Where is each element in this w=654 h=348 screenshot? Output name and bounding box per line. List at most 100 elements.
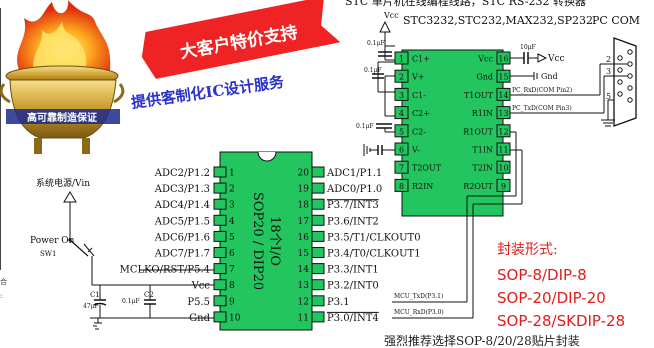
mcu-pin-name: P3.7/INT3 (327, 200, 379, 211)
mcu-pin-name: Vcc (191, 281, 211, 292)
mcu-pin-name: ADC0/P1.0 (326, 184, 382, 195)
mcu-pin-box (213, 198, 227, 210)
mcu-pin-name: ADC6/P1.6 (154, 232, 210, 243)
mcu-pin-box (311, 214, 325, 226)
transceiver-pin-number: 10 (498, 164, 508, 173)
ground-icon (93, 318, 102, 330)
db9-connector-icon (613, 37, 637, 127)
mcu-pin-name: P3.5/T1/CLKOUT0 (327, 232, 421, 243)
transceiver-pin-number: 2 (399, 73, 404, 82)
transceiver-pin-box (394, 51, 409, 65)
mcu-pin-number: 2 (229, 185, 235, 195)
transceiver-pin-number: 1 (399, 55, 404, 64)
mcu-pin-name: ADC1/P1.1 (326, 168, 382, 179)
mcu-pin-box (311, 198, 325, 210)
capacitor-icon (378, 51, 392, 57)
mcu-txd-label: MCU_TxD(P3.1) (394, 293, 443, 300)
mcu-pin-number: 11 (298, 313, 309, 323)
mcu-pin-box (311, 263, 325, 275)
transceiver-pin-box (496, 160, 511, 174)
pc-txd-label: PC_TxD(COM Pin3) (512, 105, 572, 112)
mcu-pin-number: 5 (229, 233, 235, 243)
mcu-pin-name: P3.1 (327, 297, 350, 308)
mcu-pin-number: 18 (298, 201, 310, 211)
cap-top-label: 0.1μF (367, 40, 385, 47)
mcu-pin-number: 13 (298, 281, 310, 291)
package-item-1: SOP-8/DIP-8 (497, 266, 587, 284)
transceiver-pin-box (496, 178, 511, 192)
mcu-pin-box (311, 247, 325, 258)
db9-pin2-label: 2 (606, 55, 611, 64)
transceiver-pin-box (394, 178, 409, 192)
mcu-pin-number: 14 (298, 265, 310, 275)
mcu-pin-number: 9 (229, 297, 235, 307)
ground-icon (363, 144, 371, 156)
pc-com-label: PC COM (592, 14, 640, 27)
transceiver-pin-box (394, 106, 409, 120)
mcu-pin-name: ADC7/P1.7 (154, 249, 210, 260)
mcu-pin-box (311, 182, 325, 194)
mcu-pin-box (311, 311, 325, 323)
mcu-pin-number: 17 (298, 217, 310, 227)
mcu-pin-box (213, 182, 227, 194)
mcu-body-line2: SOP20 / DIP20 (250, 192, 265, 290)
transceiver-pin-name: T2IN (472, 164, 493, 173)
transceiver-pin-box (394, 87, 409, 101)
transceiver-pin-number: 12 (498, 127, 508, 136)
vcc-top-label: Vcc (383, 11, 399, 20)
transceiver-pin-name: C1+ (412, 55, 430, 64)
arrow-up-icon (63, 191, 77, 203)
mcu-pin-box (213, 295, 227, 307)
capacitor-icon (372, 73, 384, 79)
transceiver-pin-name: R1IN (472, 109, 493, 118)
package-item-3: SOP-28/SKDIP-28 (497, 312, 625, 330)
transceiver-pin-number: 16 (498, 55, 508, 64)
mcu-pin-name: ADC2/P1.2 (154, 168, 210, 179)
mcu-pin-box (213, 263, 227, 275)
mcu-pin-name: P3.6/INT2 (327, 216, 379, 227)
mcu-pin-number: 10 (229, 313, 241, 323)
transceiver-pin-name: R2IN (412, 182, 433, 191)
transceiver-pin-number: 13 (498, 109, 508, 118)
transceiver-pin-name: C1- (412, 91, 426, 100)
mcu-pin-number: 19 (298, 185, 310, 195)
mcu-rxd-label: MCU_RxD(P3.0) (394, 309, 444, 316)
db9-pin3-label: 3 (606, 67, 611, 76)
mcu-pin-name: P3.3/INT1 (327, 265, 379, 276)
promo-banner: 大客户特价支持 (141, 0, 341, 79)
transceiver-pin-number: 9 (501, 182, 506, 191)
cap-mid-label: 0.1μF (364, 67, 382, 74)
arrow-up-icon (379, 20, 391, 33)
db9-pin5-label: 5 (606, 92, 611, 101)
mcu-pin-box (213, 166, 227, 178)
transceiver-chip (401, 49, 504, 217)
mcu-pin-number: 12 (298, 297, 309, 307)
transceiver-pin-name: T2OUT (412, 164, 442, 173)
mcu-pin-name: P5.5 (187, 297, 210, 308)
transceiver-pin-name: Gnd (476, 73, 493, 82)
cap-lower-label: 0.1μF (356, 123, 374, 130)
mcu-pin-number: 4 (229, 217, 235, 227)
capacitor-icon (93, 299, 107, 306)
cap-right-label: 10μF (520, 44, 536, 51)
transceiver-pin-box (496, 142, 511, 156)
pc-rxd-label: PC_RxD(COM Pin2) (512, 87, 572, 94)
package-footer: 强烈推荐选择SOP-8/20/28贴片封装 (384, 334, 580, 348)
transceiver-pin-name: C2- (412, 127, 426, 136)
transceiver-pin-name: R1OUT (463, 127, 493, 136)
cauldron-label: 高可靠制造保证 (27, 111, 97, 124)
ground-icon (601, 119, 615, 127)
mcu-pin-box (213, 311, 227, 323)
mcu-pin-number: 8 (229, 281, 235, 291)
chip-notch (257, 151, 277, 162)
package-item-2: SOP-20/DIP-20 (497, 289, 606, 307)
transceiver-pin-number: 14 (498, 91, 508, 100)
transceiver-pin-number: 3 (399, 91, 404, 100)
package-title: 封装形式: (497, 242, 558, 258)
transceiver-pin-box (496, 124, 511, 138)
c2-value: 0.1μF (122, 298, 140, 305)
c1-label: C1 (90, 291, 100, 299)
transceiver-pin-name: C2+ (412, 109, 430, 118)
sw1-label: SW1 (40, 250, 56, 258)
